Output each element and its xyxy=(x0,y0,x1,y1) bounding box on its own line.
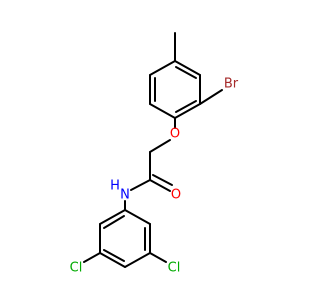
bond xyxy=(175,100,197,113)
bond xyxy=(149,103,176,119)
bond xyxy=(149,179,171,192)
bond xyxy=(103,249,125,262)
bond-set xyxy=(83,32,223,268)
molecule-structure-drawing: Br O O N H Cl Cl xyxy=(70,32,239,276)
bond xyxy=(149,60,176,76)
left-chlorine-atom-label: Cl xyxy=(70,261,83,276)
bond xyxy=(83,252,101,263)
amide-hydrogen-atom-label: H xyxy=(110,179,120,194)
right-chlorine-atom-label: Cl xyxy=(168,261,181,276)
bond xyxy=(149,139,171,153)
amide-nitrogen-atom-label: N xyxy=(120,188,130,203)
bond xyxy=(124,209,151,225)
ether-oxygen-atom-label: O xyxy=(170,127,180,142)
bond xyxy=(175,66,197,79)
bond xyxy=(149,252,167,263)
bromine-atom-label: Br xyxy=(224,77,239,92)
bond xyxy=(174,103,201,119)
bond xyxy=(99,209,126,225)
bond xyxy=(103,215,125,229)
carbonyl-oxygen-atom-label: O xyxy=(171,188,181,203)
bond xyxy=(124,252,151,268)
bond xyxy=(174,60,201,76)
bond xyxy=(199,89,223,105)
molecule-structure-canvas: Br O O N H Cl Cl xyxy=(69,32,239,276)
bond xyxy=(152,174,173,186)
bond xyxy=(130,179,151,191)
atom-labels: Br O O N H Cl Cl xyxy=(70,77,239,276)
bond xyxy=(99,252,126,268)
